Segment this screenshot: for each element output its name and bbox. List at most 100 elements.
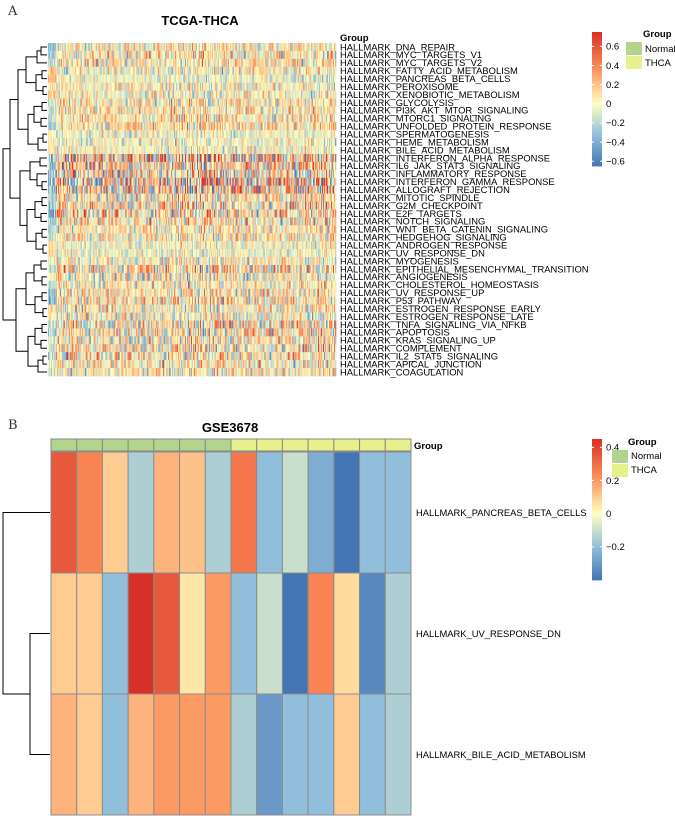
heatmap-a-cell xyxy=(328,138,330,147)
heatmap-a-cell xyxy=(335,114,337,123)
heatmap-a-cell xyxy=(210,98,213,107)
heatmap-a-cell xyxy=(152,114,154,123)
heatmap-a-cell xyxy=(251,130,253,139)
heatmap-a-cell xyxy=(245,114,247,123)
heatmap-a-cell xyxy=(95,122,98,131)
heatmap-a-cell xyxy=(128,169,130,179)
heatmap-a-cell xyxy=(190,114,192,123)
heatmap-a-cell xyxy=(258,43,260,52)
heatmap-a-cell xyxy=(131,98,133,107)
heatmap-a-cell xyxy=(155,114,157,123)
heatmap-a-cell xyxy=(327,90,329,99)
heatmap-a-cell xyxy=(191,90,193,99)
heatmap-a-cell xyxy=(163,98,165,107)
heatmap-a-cell xyxy=(331,58,333,68)
heatmap-a-cell xyxy=(211,154,214,163)
heatmap-a-cell xyxy=(256,82,258,91)
heatmap-a-cell xyxy=(81,169,84,179)
heatmap-a-cell xyxy=(329,50,331,60)
heatmap-a-cell xyxy=(277,43,279,52)
heatmap-a-cell xyxy=(230,122,233,131)
heatmap-a-cell xyxy=(223,114,226,123)
heatmap-a-cell xyxy=(150,50,152,60)
heatmap-a-cell xyxy=(170,50,172,60)
heatmap-a-cell xyxy=(70,130,73,139)
heatmap-a-cell xyxy=(187,138,189,147)
heatmap-a-cell xyxy=(94,66,97,76)
heatmap-a-cell xyxy=(316,154,318,163)
heatmap-a-cell xyxy=(251,114,253,123)
heatmap-a-cell xyxy=(176,161,178,171)
heatmap-a-cell xyxy=(292,106,294,115)
heatmap-a-cell xyxy=(51,58,54,68)
heatmap-a-cell xyxy=(320,161,322,171)
heatmap-a-cell xyxy=(66,66,69,76)
heatmap-a-cell xyxy=(144,130,146,139)
heatmap-a-cell xyxy=(273,58,275,68)
heatmap-a-cell xyxy=(294,146,296,155)
heatmap-a-cell xyxy=(177,154,179,163)
heatmap-a-cell xyxy=(279,130,281,139)
heatmap-a-cell xyxy=(228,98,231,107)
heatmap-a-cell xyxy=(219,169,222,179)
heatmap-a-cell xyxy=(185,90,187,99)
heatmap-a-cell xyxy=(74,138,77,147)
heatmap-a-cell xyxy=(77,154,80,163)
heatmap-a-cell xyxy=(66,82,69,91)
heatmap-a-cell xyxy=(305,43,307,52)
heatmap-a-cell xyxy=(73,58,76,68)
heatmap-a-cell xyxy=(322,66,324,76)
heatmap-a-cell xyxy=(168,82,170,91)
heatmap-a-cell xyxy=(57,90,60,99)
heatmap-a-cell xyxy=(329,169,331,179)
heatmap-a-cell xyxy=(277,146,279,155)
heatmap-a-cell xyxy=(85,106,88,115)
heatmap-a-cell xyxy=(236,82,239,91)
heatmap-a-cell xyxy=(125,154,127,163)
heatmap-a-cell xyxy=(84,74,87,83)
heatmap-a-cell xyxy=(241,146,243,155)
heatmap-a-cell xyxy=(226,98,229,107)
heatmap-a-cell xyxy=(169,154,171,163)
heatmap-a-cell xyxy=(104,82,106,91)
heatmap-a-cell xyxy=(55,58,58,68)
heatmap-a-cell xyxy=(271,90,273,99)
heatmap-a-cell xyxy=(305,169,307,179)
heatmap-a-cell xyxy=(192,82,195,91)
heatmap-a-cell xyxy=(299,74,301,83)
heatmap-a-cell xyxy=(180,161,182,171)
heatmap-a-cell xyxy=(62,106,65,115)
heatmap-a-cell xyxy=(95,66,98,76)
heatmap-a-cell xyxy=(200,74,203,83)
heatmap-a-cell xyxy=(74,58,77,68)
heatmap-a-cell xyxy=(131,130,133,139)
heatmap-a-cell xyxy=(63,146,66,155)
heatmap-a-cell xyxy=(113,146,115,155)
heatmap-a-cell xyxy=(213,122,216,131)
heatmap-a-cell xyxy=(329,58,331,68)
heatmap-a-cell xyxy=(192,58,195,68)
heatmap-a-cell xyxy=(101,106,103,115)
heatmap-a-cell xyxy=(208,169,211,179)
heatmap-a-cell xyxy=(273,106,275,115)
heatmap-a-cell xyxy=(330,74,332,83)
heatmap-a-cell xyxy=(315,161,317,171)
heatmap-a-cell xyxy=(247,90,249,99)
heatmap-a-cell xyxy=(248,154,250,163)
heatmap-a-cell xyxy=(244,66,246,76)
heatmap-a-cell xyxy=(160,114,162,123)
heatmap-a-cell xyxy=(207,138,210,147)
heatmap-a-cell xyxy=(69,66,72,76)
heatmap-a-cell xyxy=(162,90,164,99)
heatmap-a-cell xyxy=(280,154,282,163)
heatmap-a-cell xyxy=(86,130,89,139)
heatmap-a-cell xyxy=(196,43,199,52)
heatmap-a-cell xyxy=(53,106,56,115)
heatmap-a-cell xyxy=(311,74,313,83)
heatmap-a-cell xyxy=(219,106,222,115)
heatmap-a-cell xyxy=(115,161,117,171)
heatmap-a-cell xyxy=(66,138,69,147)
heatmap-a-cell xyxy=(224,66,227,76)
heatmap-a-cell xyxy=(326,50,328,60)
heatmap-a-cell xyxy=(313,122,315,131)
